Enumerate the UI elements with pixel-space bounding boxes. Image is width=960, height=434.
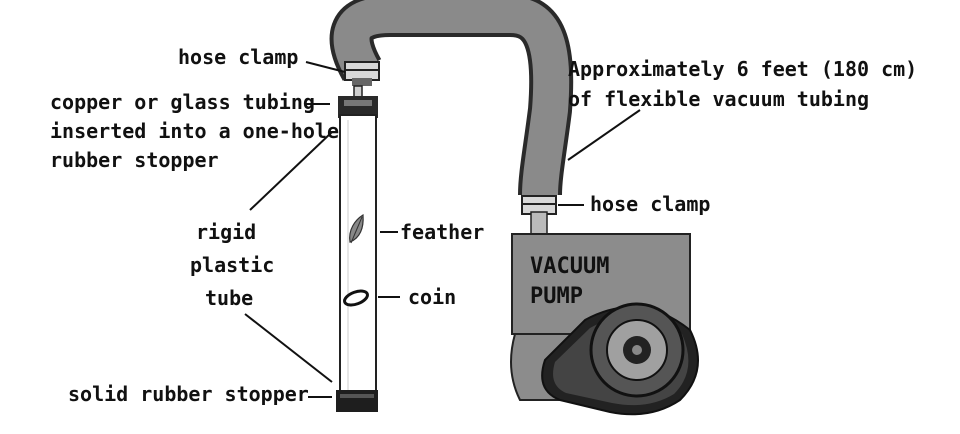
label-rigid-line3: tube (205, 286, 254, 310)
hose-clamp-bottom (521, 195, 557, 235)
hose-clamp-top (344, 61, 380, 86)
label-tubing-line3: rubber stopper (50, 148, 219, 172)
vacuum-hose (329, 0, 574, 196)
pump-label-line2: PUMP (530, 284, 583, 309)
pump-label-line1: VACUUM (530, 254, 610, 279)
leader-lines (244, 61, 641, 398)
label-coin: coin (408, 285, 457, 309)
coin-shape (343, 289, 369, 307)
label-rigid-line1: rigid (196, 220, 257, 244)
label-rigid-line2: plastic (190, 253, 275, 277)
label-feather: feather (400, 220, 485, 244)
label-solid-stopper: solid rubber stopper (68, 382, 309, 406)
rigid-plastic-tube (339, 114, 377, 396)
label-tubing-line1: copper or glass tubing (50, 90, 315, 114)
vacuum-hose-fill (333, 0, 570, 196)
label-vacuum-line2: of flexible vacuum tubing (568, 87, 870, 111)
label-hose-clamp-top: hose clamp (178, 45, 299, 69)
label-tubing-line2: inserted into a one-hole (50, 119, 339, 143)
solid-stopper-shape (336, 390, 378, 412)
label-hose-clamp-bottom: hose clamp (590, 192, 711, 216)
label-vacuum-line1: Approximately 6 feet (180 cm) (568, 57, 918, 81)
